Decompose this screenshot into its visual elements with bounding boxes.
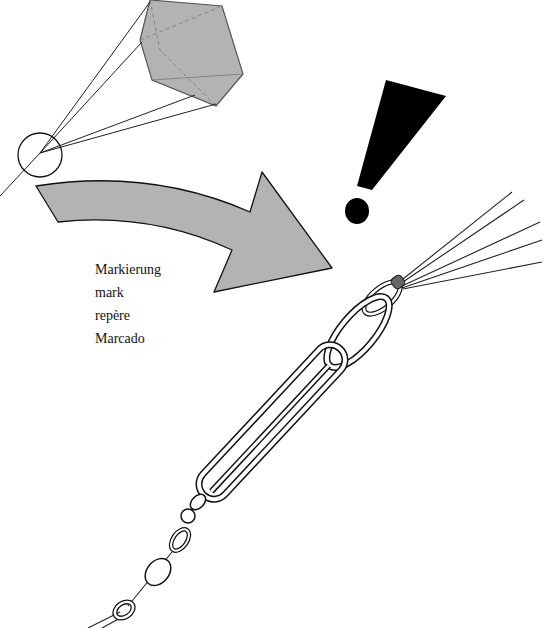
end-knot bbox=[112, 599, 136, 622]
mark-label: repère bbox=[95, 304, 130, 327]
bead bbox=[140, 553, 176, 590]
line-fan bbox=[398, 192, 542, 289]
snap-clip bbox=[193, 339, 351, 506]
line-mark bbox=[390, 274, 407, 291]
detail-circle bbox=[18, 133, 62, 177]
bridle-lines bbox=[0, 2, 216, 196]
mark-label: Markierung bbox=[95, 258, 161, 281]
mark-label: Marcado bbox=[95, 327, 145, 350]
exclamation-mark bbox=[345, 80, 446, 224]
mark-label: mark bbox=[95, 281, 124, 304]
zoom-arrow bbox=[36, 172, 332, 292]
kite bbox=[140, 0, 243, 106]
swivel bbox=[167, 491, 208, 553]
ring-link bbox=[317, 287, 400, 376]
